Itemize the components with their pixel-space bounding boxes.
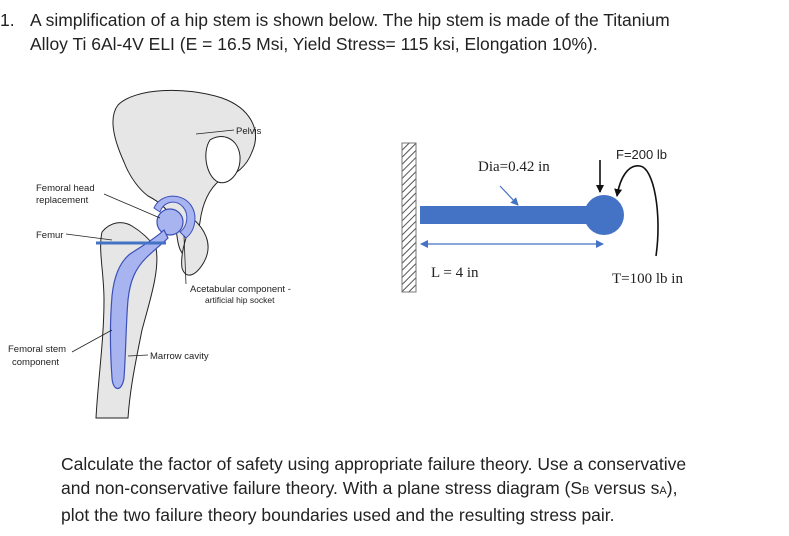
beam-model: Dia=0.42 in L = 4 in F=200 lb T=100 lb i… bbox=[401, 142, 683, 293]
label-force: F=200 lb bbox=[616, 147, 667, 162]
label-marrow: Marrow cavity bbox=[150, 351, 209, 362]
task-line-1: Calculate the factor of safety using app… bbox=[61, 454, 687, 474]
question-number: 1. bbox=[0, 10, 15, 30]
task-line-2-end: ), bbox=[666, 478, 678, 498]
femoral-stem-leader bbox=[71, 329, 113, 353]
task-line-2: and non-conservative failure theory. Wit… bbox=[61, 476, 786, 503]
pelvis-leader bbox=[195, 129, 235, 135]
label-femoral-head-2: replacement bbox=[36, 195, 89, 206]
task-line-3: plot the two failure theory boundaries u… bbox=[61, 505, 615, 525]
question-line-2: Alloy Ti 6Al-4V ELI (E = 16.5 Msi, Yield… bbox=[30, 34, 598, 54]
dia-pointer bbox=[499, 185, 519, 206]
marrow-leader bbox=[127, 354, 149, 357]
beam-end-ball bbox=[584, 195, 624, 235]
task-versus: versus s bbox=[589, 478, 660, 498]
label-length: L = 4 in bbox=[431, 265, 479, 281]
task-line-2-text: and non-conservative failure theory. Wit… bbox=[61, 478, 583, 498]
task-sub-a: A bbox=[659, 485, 667, 497]
femoral-head-leader bbox=[103, 193, 161, 219]
femoral-stem bbox=[109, 228, 169, 390]
acetabular-leader bbox=[183, 235, 187, 285]
femur-leader bbox=[65, 233, 113, 241]
label-femur: Femur bbox=[36, 230, 63, 241]
hip-illustration: Pelvis Femoral head replacement Femur Ac… bbox=[8, 89, 291, 419]
label-femoral-head-1: Femoral head bbox=[36, 183, 95, 194]
label-dia: Dia=0.42 in bbox=[478, 159, 550, 175]
torque-arc bbox=[614, 165, 659, 257]
label-acetabular-1: Acetabular component - bbox=[190, 284, 291, 295]
pelvis-foramen bbox=[205, 136, 241, 184]
beam-rod bbox=[420, 206, 596, 224]
task-sub-b: B bbox=[582, 485, 590, 497]
acetabular-cup bbox=[153, 195, 196, 239]
question-line-1: A simplification of a hip stem is shown … bbox=[30, 10, 670, 30]
label-pelvis: Pelvis bbox=[236, 126, 262, 137]
label-femoral-stem-1: Femoral stem bbox=[8, 344, 66, 355]
task-text: Calculate the factor of safety using app… bbox=[61, 452, 786, 527]
label-femoral-stem-2: component bbox=[12, 357, 59, 368]
label-torque: T=100 lb in bbox=[612, 271, 683, 287]
label-acetabular-2: artificial hip socket bbox=[205, 295, 275, 305]
fixed-wall bbox=[401, 142, 417, 293]
femoral-head bbox=[156, 208, 184, 236]
